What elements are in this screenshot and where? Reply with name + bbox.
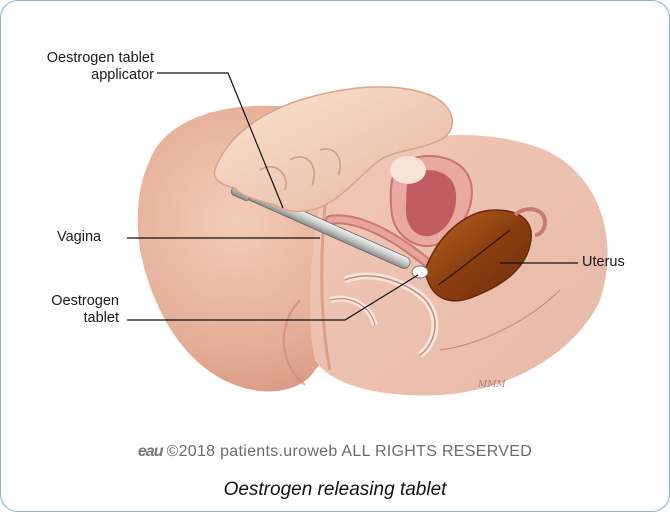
oestrogen-tablet-shape [412,266,428,278]
label-uterus: Uterus [582,254,625,271]
label-tablet-line2: tablet [51,310,119,327]
label-applicator: Oestrogen tablet applicator [47,50,154,84]
label-vagina: Vagina [57,229,101,246]
label-tablet: Oestrogen tablet [51,293,119,327]
copyright-text: ©2018 patients.uroweb ALL RIGHTS RESERVE… [166,443,532,460]
copyright-notice: eau©2018 patients.uroweb ALL RIGHTS RESE… [0,443,670,461]
label-applicator-line1: Oestrogen tablet [47,50,154,67]
figure-caption: Oestrogen releasing tablet [0,479,670,501]
label-applicator-line2: applicator [47,67,154,84]
artist-signature: MMM [477,380,506,390]
label-tablet-line1: Oestrogen [51,293,119,310]
eau-logo: eau [138,443,163,460]
